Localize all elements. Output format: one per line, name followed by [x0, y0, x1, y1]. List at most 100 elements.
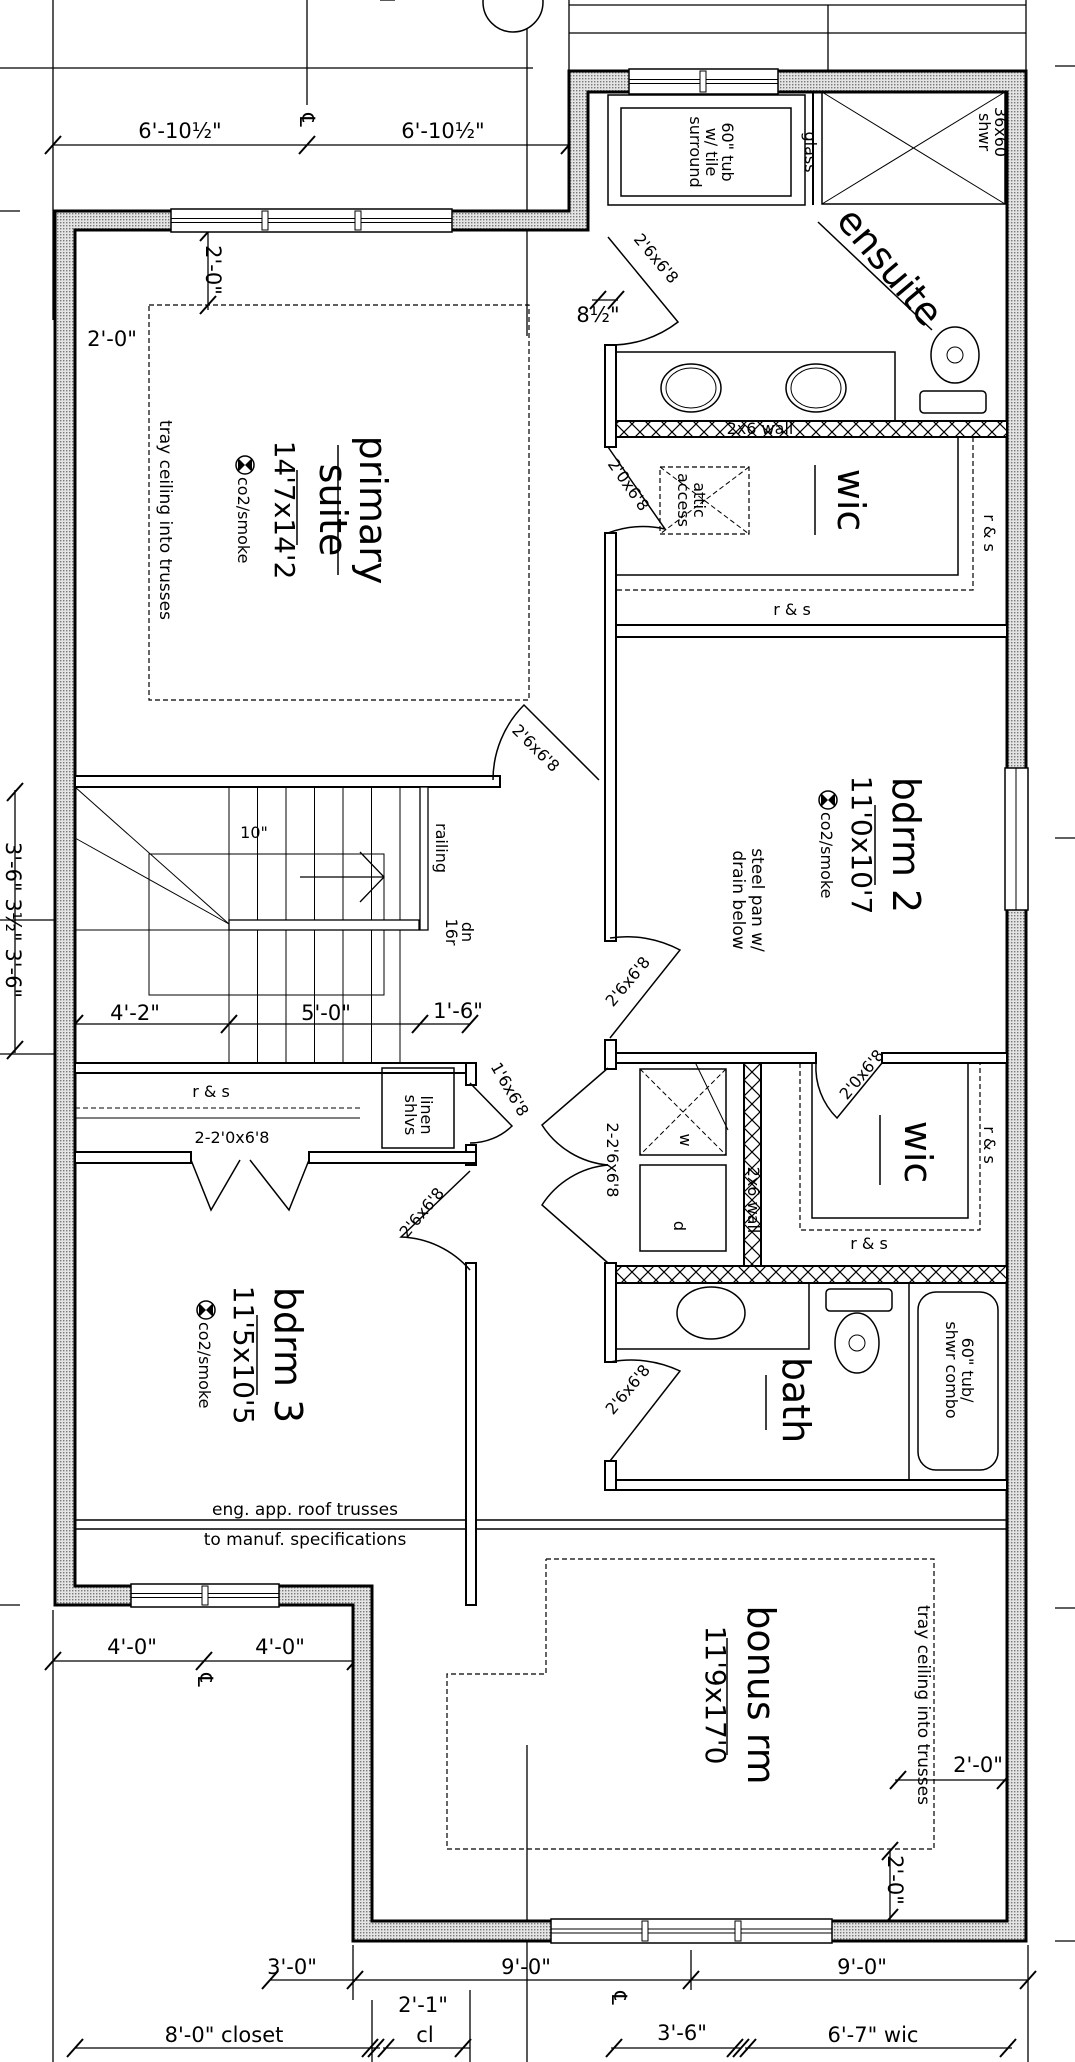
washer [639, 1068, 727, 1156]
dimension-tick [889, 1770, 907, 1790]
dim-stair-a: 4'-2" [110, 1001, 160, 1025]
interior-wall [604, 1039, 617, 1070]
interior-wall [615, 1479, 1008, 1491]
railing [419, 786, 429, 931]
dim-tray-offset: 2'-0" [87, 327, 137, 351]
glass-label: glass [801, 131, 820, 172]
dim-door-offset: 8½" [576, 303, 619, 327]
window-mullion [699, 70, 707, 93]
dimension-tick [377, 2038, 395, 2058]
door-bdrm2 [609, 935, 682, 1039]
dimension-tick [461, 1014, 479, 1034]
dimension-tick [6, 1040, 24, 1060]
dim-bonus-tray-bottom: 2'-0" [883, 1855, 907, 1905]
vanity-ensuite [615, 351, 896, 422]
washer-label: w [676, 1133, 695, 1146]
closet-doors-label: 2-2'0x6'8 [195, 1128, 270, 1147]
attic-access-hatch [659, 466, 750, 535]
2x6-wall [615, 1265, 1008, 1284]
interior-wall [604, 532, 617, 942]
rod-shelf-label: r & s [192, 1082, 230, 1101]
dimension-tick [298, 135, 316, 155]
steel-pan-note: steel pan w/ [747, 848, 767, 952]
toilet-bowl [848, 1334, 866, 1352]
dimension-tick [6, 782, 24, 802]
co2-smoke-detector-icon-fill [238, 458, 252, 472]
tub-label-ensuite: w/ tile [702, 128, 721, 177]
interior-walls [74, 344, 1008, 1606]
door-label-bdrm2: 2'6x6'8 [602, 953, 654, 1010]
interior-wall [881, 1052, 1008, 1064]
door-label-wic2: 2'0x6'8 [836, 1046, 888, 1103]
door-wic2 [815, 1062, 883, 1120]
truss-note: eng. app. roof trusses [212, 1500, 398, 1520]
room-name-bdrm3: bdrm 3 [266, 1287, 310, 1423]
detector-label-bdrm3: co2/smoke [195, 1322, 214, 1408]
tub-label-ensuite: surround [686, 116, 705, 187]
stair-diagonal [74, 837, 230, 925]
window-mullion [261, 210, 269, 231]
vanity-bath [615, 1282, 810, 1350]
washer-x [639, 1068, 727, 1156]
leader-line [694, 1061, 729, 1131]
detector-label-primary: co2/smoke [234, 477, 253, 563]
toilet-icon [930, 326, 980, 384]
door-label-linen: 1'6x6'8 [487, 1059, 533, 1120]
laundry-doors-label: 2-2'6x6'8 [603, 1123, 622, 1198]
room-name-primary: primary [351, 436, 395, 585]
rod-shelf-label: r & s [980, 1126, 999, 1164]
centerline-symbol: ℄ [193, 1672, 217, 1687]
shower-x [821, 91, 1006, 205]
door-linen [469, 1082, 514, 1144]
north-arrow-icon [482, 0, 544, 33]
dim-stair-c: 1'-6" [433, 999, 483, 1023]
dim-window-offset: 2'-0" [201, 245, 225, 295]
railing-label: railing [432, 823, 451, 873]
dim-wic: 6'-7" wic [828, 2023, 919, 2047]
dimension-tick [607, 290, 625, 310]
room-name-underline [817, 221, 933, 331]
interior-wall [604, 1262, 617, 1363]
shower-label: 36x60 [991, 107, 1010, 157]
rod-shelf-label: r & s [850, 1234, 888, 1253]
linen-shelves-label: linen [417, 1095, 436, 1134]
room-size-bdrm3: 11'5x10'5 [227, 1286, 260, 1425]
room-name-wic2: wic [896, 1121, 940, 1184]
sink-basin [665, 367, 717, 409]
dimension-tick [726, 2038, 744, 2058]
interior-wall [74, 1151, 192, 1164]
dim-bdrm3-window-a: 4'-0" [107, 1635, 157, 1659]
dimension-tick [261, 1970, 279, 1990]
interior-wall [465, 1062, 477, 1086]
co2-smoke-detector-icon-fill [821, 793, 835, 807]
attic-access-label: access [674, 473, 693, 527]
interior-wall [604, 344, 617, 448]
stair-risers-label: 16r [442, 919, 461, 946]
dim-stair-b: 5'-0" [301, 1001, 351, 1025]
shower-ensuite [821, 91, 1006, 205]
dimension-tick [411, 1014, 429, 1034]
dim-bonus-tray-side: 2'-0" [953, 1753, 1003, 1777]
window-mullion [641, 1920, 649, 1942]
door-bifold-closet [190, 1159, 310, 1212]
dim-top-right: 6'-10½" [401, 119, 484, 143]
tub-label-bath: shwr combo [942, 1321, 961, 1418]
room-name-bdrm2: bdrm 2 [884, 777, 928, 913]
sink-icon [785, 363, 847, 413]
tub-ensuite-inner [620, 107, 792, 197]
door-label-bath: 2'6x6'8 [602, 1361, 654, 1418]
door-laundry-left [541, 1067, 609, 1166]
dim-bdrm3-window-b: 4'-0" [255, 1635, 305, 1659]
room-size-primary: 14'7x14'2 [268, 441, 301, 580]
centerline-symbol: ℄ [295, 112, 319, 127]
closet-rod [811, 1063, 969, 1219]
attic-access-label: attic [690, 482, 709, 518]
dimension-tick [605, 2038, 623, 2058]
door-label-wic1: 2'0x6'8 [604, 455, 653, 514]
dim-closet: 8'-0" closet [165, 2023, 284, 2047]
dim-bottom-c: 9'-0" [837, 1955, 887, 1979]
fixtures [148, 91, 1008, 1850]
dimension-tick [454, 2038, 472, 2058]
stair-arrow-icon [300, 851, 385, 903]
